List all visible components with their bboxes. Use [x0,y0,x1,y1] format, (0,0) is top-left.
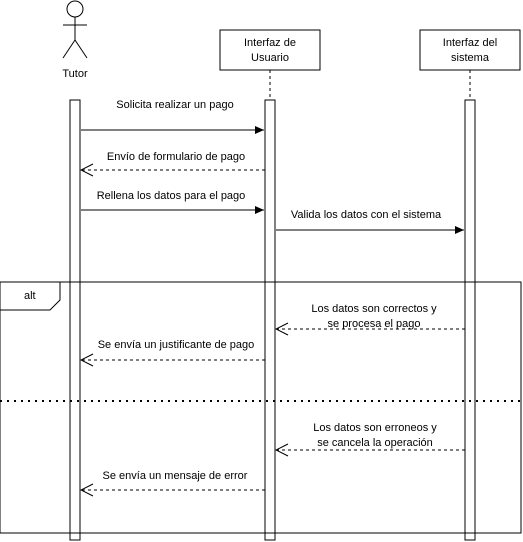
alt-fragment-tab [0,281,61,311]
participant-ui-line-1: Interfaz de [244,37,296,49]
participant-system: Interfaz del sistema [419,29,521,71]
message-label: Se envía un mensaje de error [103,470,248,482]
message-label-line-1: Los datos son correctos y [311,303,437,315]
message-justificante: Se envía un justificante de pago [81,339,265,360]
activation-bar-ui [264,99,276,541]
message-rellena-datos: Rellena los datos para el pago [81,190,264,214]
message-label-line-2: se cancela la operación [317,437,433,449]
activation-bar-tutor [69,99,81,541]
message-datos-erroneos: Los datos son erroneos y se cancela la o… [276,422,465,450]
message-valida-datos: Valida los datos con el sistema [276,209,464,234]
message-label: Valida los datos con el sistema [291,209,442,221]
message-datos-correctos: Los datos son correctos y se procesa el … [276,303,465,330]
message-label: Rellena los datos para el pago [97,190,246,202]
alt-fragment-label: alt [24,290,36,302]
message-mensaje-error: Se envía un mensaje de error [81,470,265,490]
message-solicita-pago: Solicita realizar un pago [81,99,264,134]
activation-bar-system [464,99,476,541]
message-label: Se envía un justificante de pago [98,339,255,351]
participant-system-line-2: sistema [451,52,490,64]
message-label-line-2: se procesa el pago [328,318,421,330]
actor-tutor: Tutor [62,0,88,80]
participant-system-line-1: Interfaz del [443,37,497,49]
message-envio-formulario: Envío de formulario de pago [81,151,265,170]
participant-ui-line-2: Usuario [251,52,289,64]
message-label: Solicita realizar un pago [116,99,233,111]
actor-tutor-label: Tutor [62,68,88,80]
actor-head-icon [66,0,84,18]
alt-fragment: alt [0,281,522,534]
message-label: Envío de formulario de pago [107,151,245,163]
participant-ui: Interfaz de Usuario [219,29,321,71]
message-label-line-1: Los datos son erroneos y [313,422,437,434]
